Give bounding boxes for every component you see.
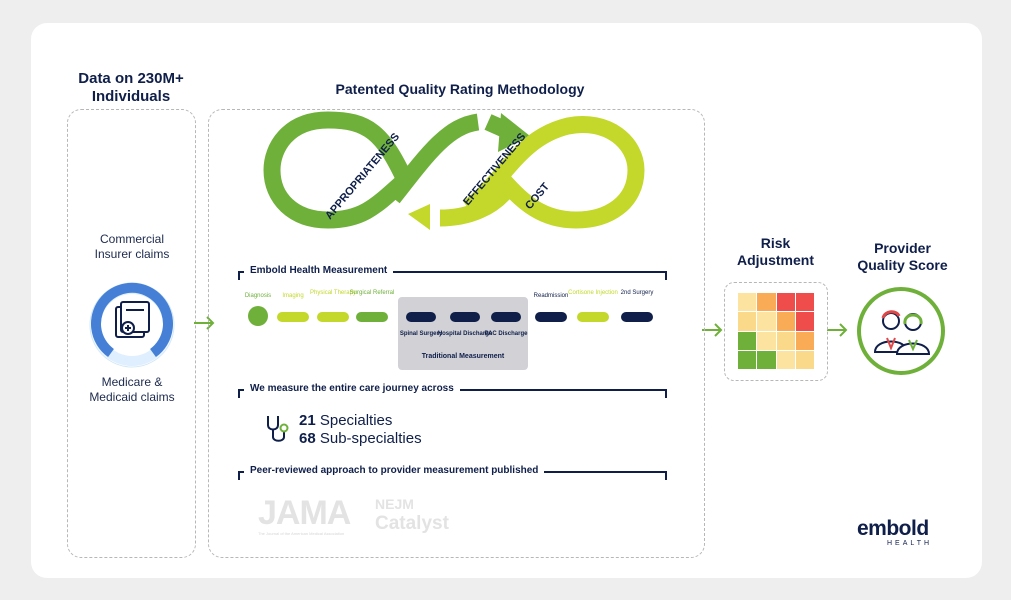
heatmap-cell — [757, 350, 776, 369]
heatmap-cell — [776, 312, 795, 331]
heatmap-cell — [776, 331, 795, 350]
specialties-count: 21 Specialties — [299, 412, 393, 429]
heatmap-cell — [795, 350, 814, 369]
step-pill — [450, 312, 480, 322]
provider-title: Provider Quality Score — [857, 240, 948, 273]
heatmap-cell — [738, 331, 757, 350]
traditional-measurement-label: Traditional Measurement — [421, 353, 505, 360]
methodology-title: Patented Quality Rating Methodology — [335, 81, 585, 97]
step-pill — [491, 312, 521, 322]
step-label: Hospital Discharge — [437, 331, 493, 337]
measurement-title: Embold Health Measurement — [244, 265, 394, 276]
arrow-right-icon — [827, 323, 848, 337]
heatmap-cell — [757, 293, 776, 312]
arrow-right-icon — [194, 316, 215, 330]
step-label: Imaging — [282, 293, 304, 299]
risk-panel — [724, 282, 828, 381]
step-label: Surgical Referral — [349, 290, 395, 296]
heatmap-cell — [795, 331, 814, 350]
jama-logo: JAMA — [258, 494, 351, 532]
heatmap-cell — [738, 312, 757, 331]
heatmap-cell — [738, 293, 757, 312]
journey-title: We measure the entire care journey acros… — [244, 383, 460, 394]
embold-logo: embold — [857, 517, 929, 540]
step-label: Spinal Surgery — [399, 331, 443, 337]
infinity-loop: APPROPRIATENESS EFFECTIVENESS COST — [263, 111, 645, 230]
arrow-right-icon — [702, 323, 723, 337]
traditional-measurement-box — [398, 297, 528, 370]
medicare-claims-label: Medicare & Medicaid claims — [89, 375, 175, 404]
heatmap-cell — [738, 350, 757, 369]
step-label: 2nd Surgery — [620, 290, 654, 296]
step-pill — [535, 312, 567, 322]
nejm-logo: NEJM Catalyst — [375, 496, 449, 534]
step-label: Diagnosis — [244, 293, 272, 299]
step-pill — [406, 312, 436, 322]
heatmap-cell — [795, 293, 814, 312]
heatmap-cell — [757, 331, 776, 350]
methodology-panel — [208, 109, 705, 558]
step-pill — [277, 312, 309, 322]
subspecialties-count: 68 Sub-specialties — [299, 430, 422, 447]
step-pill — [317, 312, 349, 322]
stethoscope-icon — [267, 416, 289, 442]
measurement-bracket — [238, 271, 667, 280]
doctors-icon — [857, 287, 945, 375]
peer-title: Peer-reviewed approach to provider measu… — [244, 465, 545, 476]
step-label: Readmission — [533, 293, 569, 299]
data-panel — [67, 109, 196, 558]
step-label: Cortisone Injection — [568, 290, 618, 296]
jama-subtitle: The Journal of the American Medical Asso… — [258, 531, 345, 536]
heatmap-cell — [795, 312, 814, 331]
commercial-claims-label: Commercial Insurer claims — [94, 232, 170, 261]
risk-heatmap — [738, 293, 814, 369]
heatmap-cell — [776, 293, 795, 312]
step-label: PAC Discharge — [484, 331, 528, 337]
step-pill — [621, 312, 653, 322]
folder-add-icon — [89, 282, 175, 368]
heatmap-cell — [776, 350, 795, 369]
step-pill — [577, 312, 609, 322]
step-label: Physical Therapy — [310, 290, 356, 296]
step-marker — [248, 306, 268, 326]
heatmap-cell — [757, 312, 776, 331]
step-pill — [356, 312, 388, 322]
embold-health-wordmark: HEALTH — [887, 540, 933, 547]
risk-title: Risk Adjustment — [737, 235, 814, 268]
data-title: Data on 230M+ Individuals — [78, 70, 184, 105]
